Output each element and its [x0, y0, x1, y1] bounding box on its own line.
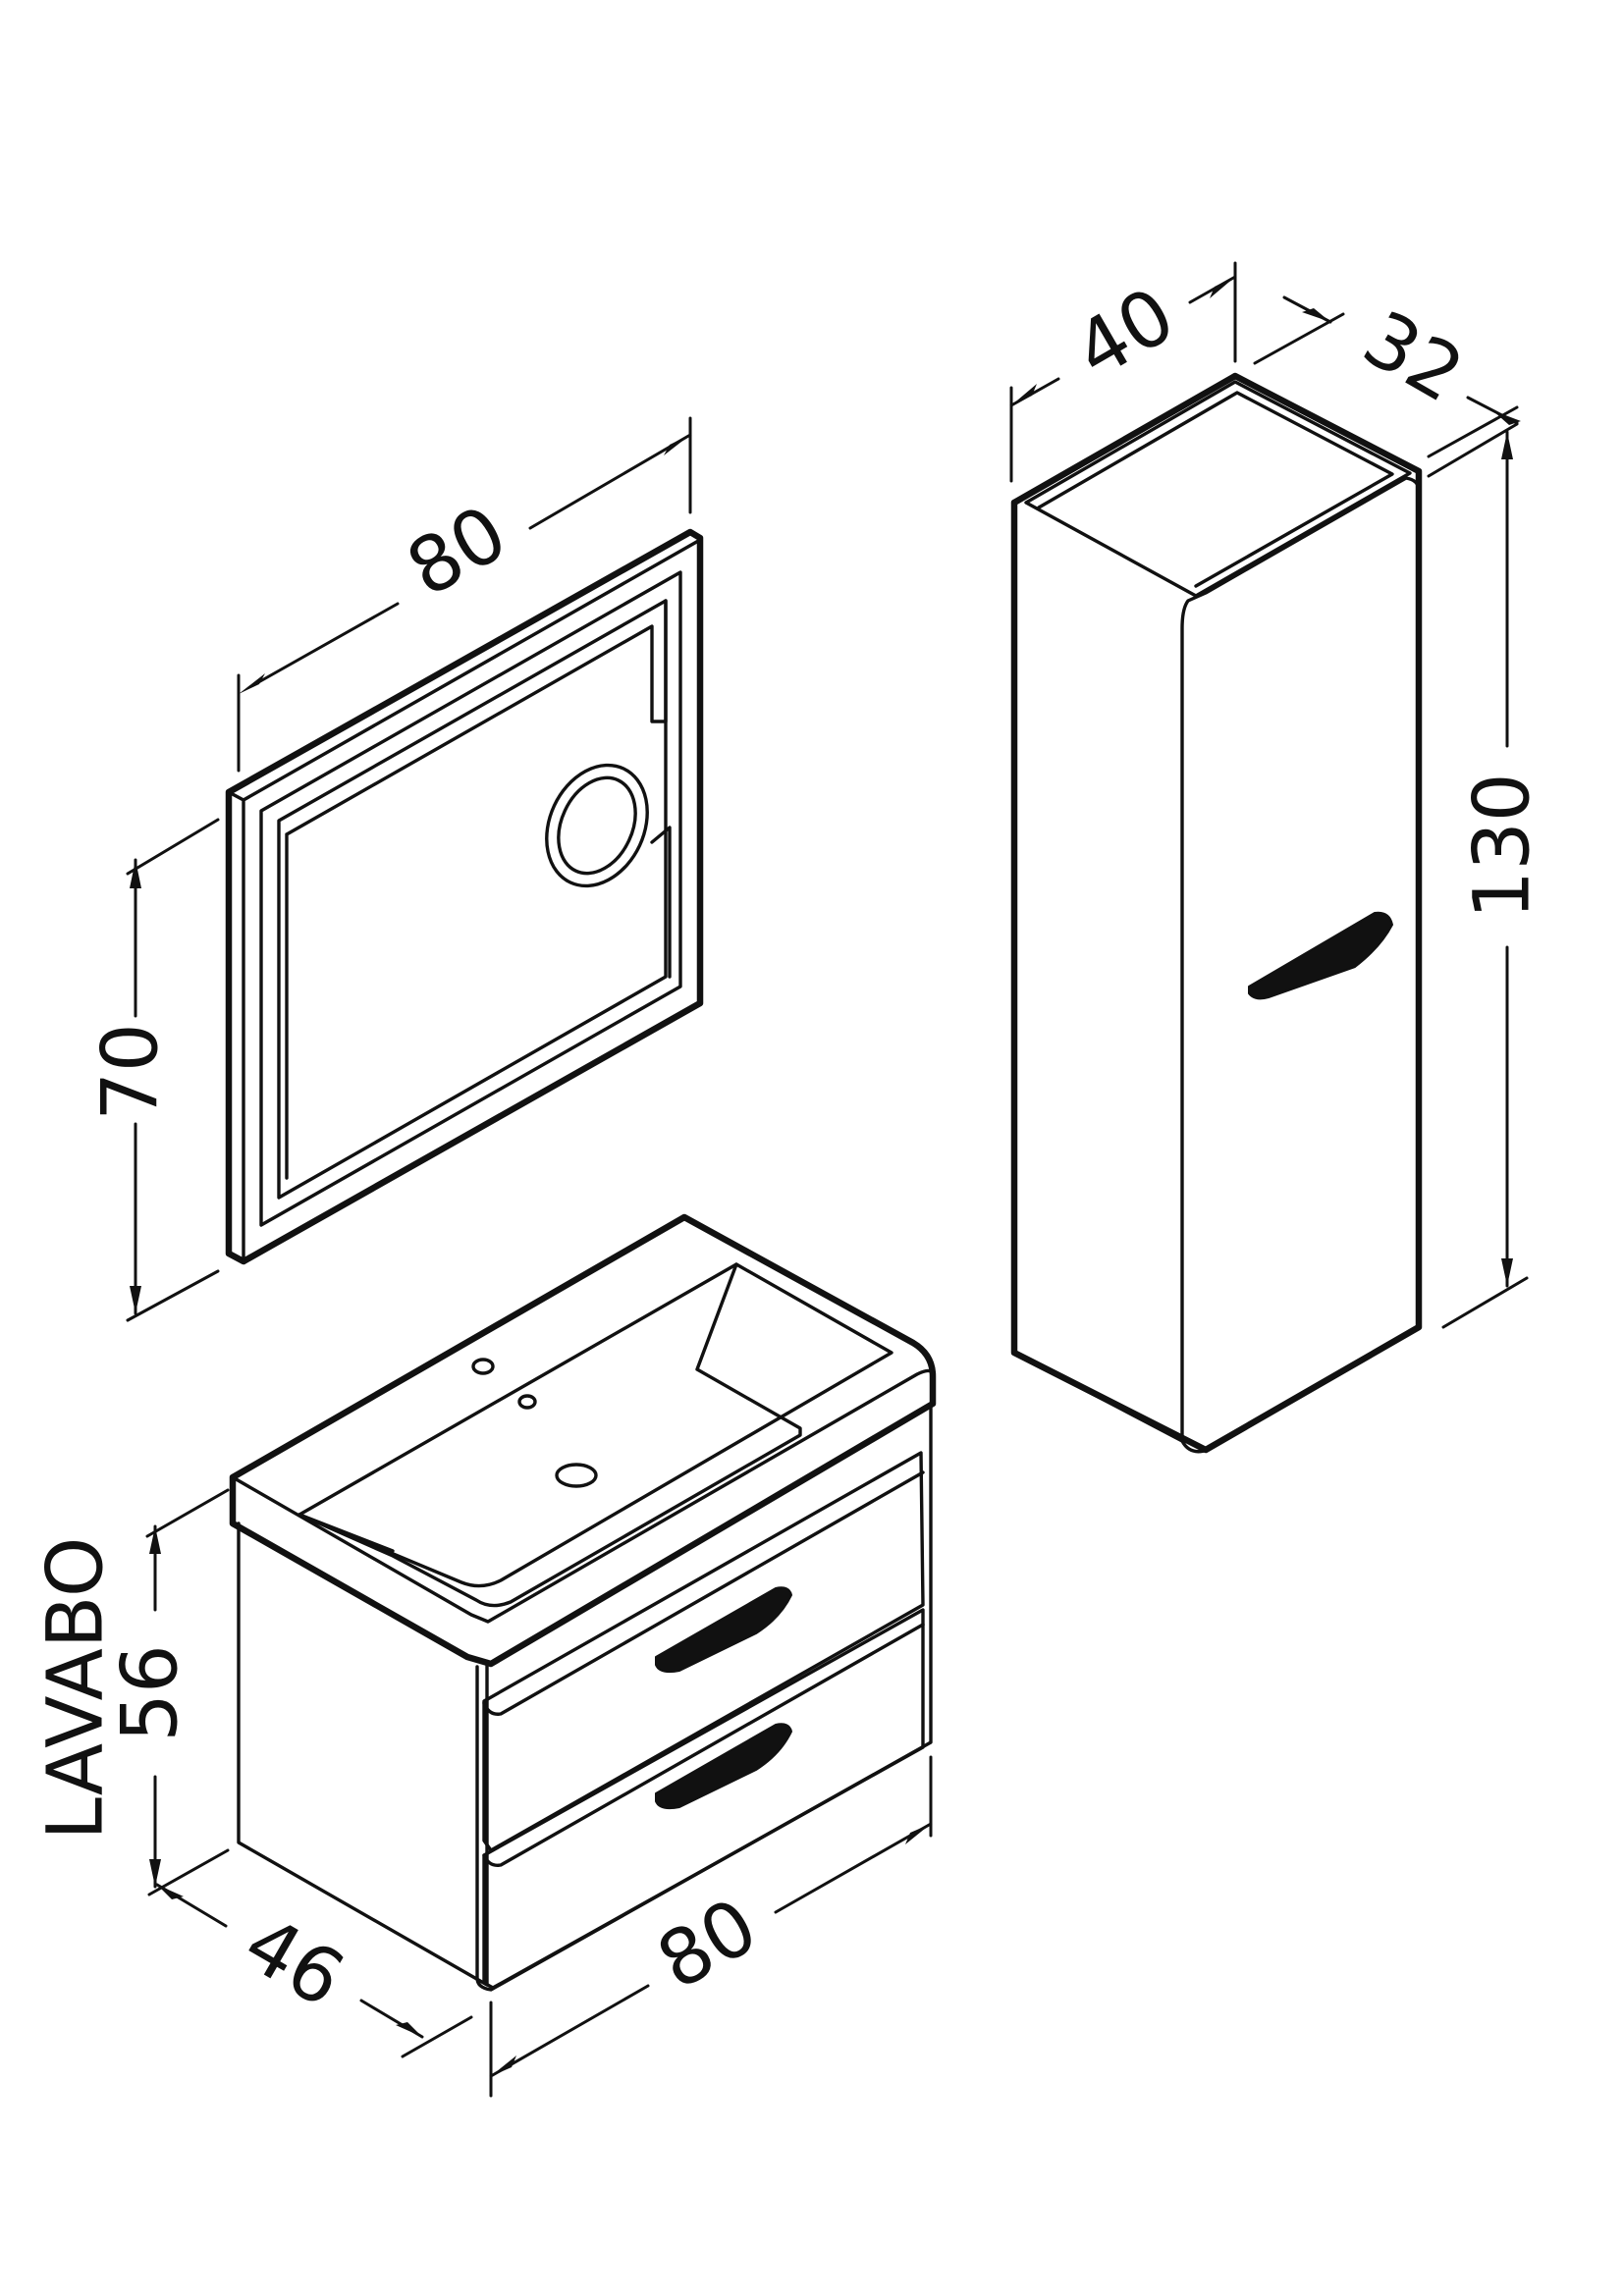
cabinet-door: [1180, 476, 1421, 1454]
overflow-hole: [517, 1394, 537, 1410]
vanity-width-label: 80: [643, 1882, 772, 2007]
vanity-depth-dimension: [155, 1883, 473, 2058]
cabinet-height-label: 130: [1458, 774, 1546, 920]
mirror-height-dimension: [126, 818, 220, 1322]
mirror-height-label: 70: [86, 1023, 175, 1120]
mirror-width-dimension: [237, 416, 692, 773]
basin-back-slope: [298, 1262, 802, 1608]
vanity-height-label: 56: [106, 1644, 194, 1741]
cabinet-side: [1012, 501, 1184, 1443]
vanity-unit: [229, 1213, 937, 1992]
basin-lip: [298, 1513, 395, 1553]
magnifier-mirror: [545, 763, 649, 888]
mirror-outer-frame: [225, 528, 704, 1265]
bottom-drawer-handle: [655, 1723, 792, 1810]
cabinet-outline: [1010, 372, 1423, 1454]
mirror-width-label: 80: [393, 489, 521, 614]
basin-slab: [229, 1213, 937, 1668]
mirror-frame-edge: [227, 538, 702, 1263]
mirror: [225, 528, 704, 1265]
top-drawer-handle: [655, 1586, 792, 1674]
cabinet-handle: [1248, 911, 1393, 1000]
cabinet-top: [1024, 380, 1412, 598]
tap-hole: [471, 1358, 495, 1375]
vanity-depth-label: 46: [230, 1899, 358, 2025]
bottom-drawer: [482, 1608, 925, 1990]
cabinet-depth-label: 32: [1349, 294, 1478, 420]
mirror-inner-frame: [259, 570, 682, 1227]
mirror-glass-edge: [277, 599, 668, 1200]
cabinet-width-dimension: [1009, 261, 1237, 483]
cabinet-depth-dimension: [1253, 295, 1521, 458]
top-drawer-edge: [482, 1470, 925, 1716]
cabinet-width-label: 40: [1060, 271, 1189, 397]
basin-bowl: [298, 1262, 893, 1588]
mirror-led-strip: [285, 599, 672, 1180]
top-drawer: [482, 1451, 925, 1852]
vanity-front-outline: [475, 1402, 933, 1992]
vanity-side-panel: [237, 1522, 489, 1987]
vanity-width-dimension: [489, 1755, 933, 2098]
basin-slab-edge: [231, 1368, 935, 1624]
vanity-name-label: LAVABO: [31, 1537, 120, 1841]
drain-hole: [555, 1463, 598, 1488]
bottom-drawer-edge: [482, 1623, 925, 1867]
tall-cabinet: [1010, 372, 1423, 1454]
cabinet-height-dimension: [1427, 422, 1529, 1329]
